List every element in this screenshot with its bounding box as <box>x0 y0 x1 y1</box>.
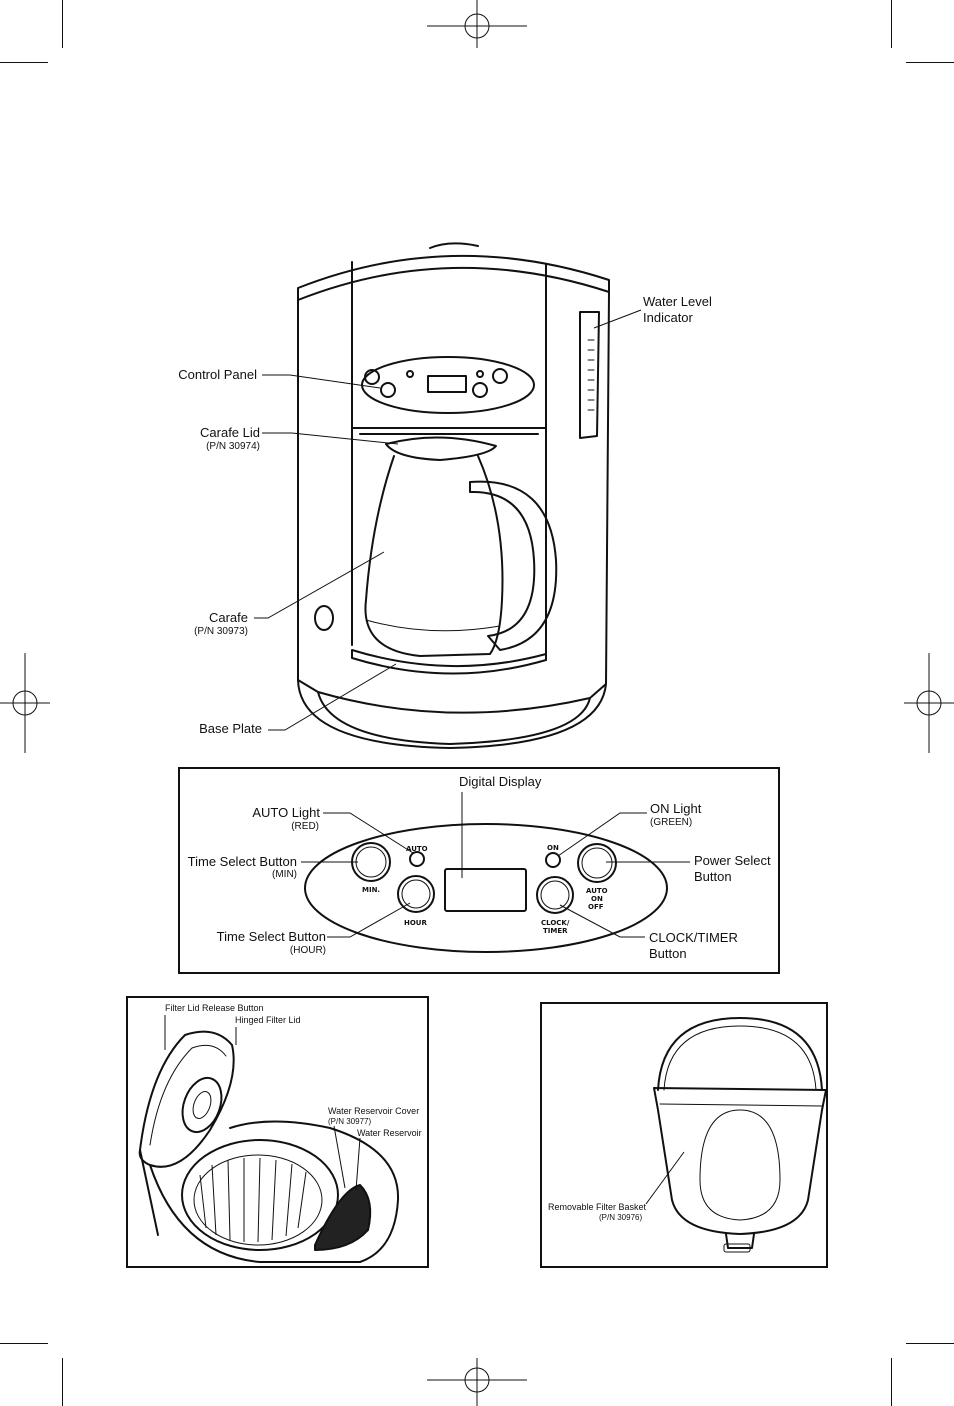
filter-basket <box>653 1087 827 1235</box>
crop-mark <box>906 62 954 63</box>
auto-mode-text: AUTO <box>586 887 608 895</box>
control-panel-label: Control Panel <box>178 367 257 382</box>
power-select-label: Power Select Button <box>694 853 771 884</box>
removable-filter-basket-label: Removable Filter Basket <box>548 1202 647 1212</box>
time-select-hour-label: Time Select Button <box>216 929 326 944</box>
digital-display <box>444 868 527 912</box>
crop-mark <box>0 62 48 63</box>
clock-timer-label: CLOCK/TIMER Button <box>649 930 738 961</box>
carafe-lid-part-number: (P/N 30974) <box>206 441 260 452</box>
registration-target <box>0 653 50 753</box>
control-panel-detail <box>178 767 780 974</box>
carafe-handle <box>469 480 558 651</box>
top-knob <box>429 242 479 249</box>
crop-mark <box>62 0 63 48</box>
hour-button-text: HOUR <box>404 919 427 927</box>
lid-center <box>181 1076 223 1134</box>
auto-light <box>409 851 425 867</box>
crop-mark <box>906 1343 954 1344</box>
hour-button <box>380 382 396 398</box>
crop-mark <box>0 1343 48 1344</box>
auto-button-text: AUTO <box>406 845 428 853</box>
registration-target <box>904 653 954 753</box>
removable-filter-basket-part-number: (P/N 30976) <box>599 1213 643 1222</box>
power-switch <box>314 605 334 631</box>
filter-basket-detail <box>540 1002 828 1268</box>
basket-handle <box>657 1017 823 1091</box>
clock-timer-button <box>536 876 574 914</box>
on-button-text: ON <box>547 844 559 852</box>
off-mode-text: OFF <box>588 903 604 911</box>
time-select-min-note: (MIN) <box>272 869 297 880</box>
min-button <box>364 369 380 385</box>
leader-lines <box>254 309 642 731</box>
crop-mark <box>891 0 892 48</box>
warming-plate <box>351 649 547 675</box>
min-button-text: MIN. <box>362 886 380 894</box>
on-light-label: ON Light <box>650 801 702 816</box>
hour-button <box>397 875 435 913</box>
registration-target <box>427 0 527 48</box>
auto-on-off-button <box>577 843 617 883</box>
leader-lines <box>301 792 690 938</box>
clock-button-text: CLOCK/ <box>541 919 570 927</box>
reservoir-body <box>149 1120 400 1263</box>
base-edge <box>297 679 607 749</box>
auto-light-color: (RED) <box>291 821 319 832</box>
on-light <box>545 852 561 868</box>
filter-chamber <box>181 1139 339 1251</box>
water-reservoir-cover <box>314 1184 372 1251</box>
drip-valve <box>725 1233 755 1249</box>
digital-display-label: Digital Display <box>459 774 542 789</box>
carafe-lid <box>385 436 497 461</box>
crop-mark <box>891 1358 892 1406</box>
crop-mark <box>62 1358 63 1406</box>
hinged-filter-lid-label: Hinged Filter Lid <box>235 1015 301 1025</box>
time-select-min-label: Time Select Button <box>187 854 297 869</box>
panel-oval <box>304 823 668 953</box>
filter-lid-release-button-label: Filter Lid Release Button <box>165 1003 264 1013</box>
timer-button-text: TIMER <box>543 927 568 935</box>
base-plate-label: Base Plate <box>199 721 262 736</box>
time-select-hour-note: (HOUR) <box>289 945 326 956</box>
filter-lid-detail <box>126 996 429 1268</box>
water-reservoir-cover-part-number: (P/N 30977) <box>328 1117 372 1126</box>
water-level-window <box>579 311 600 439</box>
auto-light-label: AUTO Light <box>252 805 320 820</box>
base-plate <box>317 691 591 745</box>
water-reservoir-cover-label: Water Reservoir Cover <box>328 1106 420 1116</box>
on-light-color: (GREEN) <box>650 817 693 828</box>
carafe-body <box>364 455 504 657</box>
auto-on-off-button <box>492 368 508 384</box>
on-mode-text: ON <box>591 895 603 903</box>
leader-lines <box>164 1015 361 1191</box>
registration-target <box>427 1358 527 1406</box>
carafe-part-number: (P/N 30973) <box>194 626 248 637</box>
leader-line <box>645 1151 685 1205</box>
carafe-lid-label: Carafe Lid <box>200 425 260 440</box>
water-level-indicator-label: Water Level Indicator <box>643 294 712 325</box>
clock-timer-button <box>472 382 488 398</box>
panel-display <box>427 375 467 393</box>
carafe-label: Carafe <box>208 610 248 625</box>
water-reservoir-label: Water Reservoir <box>357 1128 422 1138</box>
